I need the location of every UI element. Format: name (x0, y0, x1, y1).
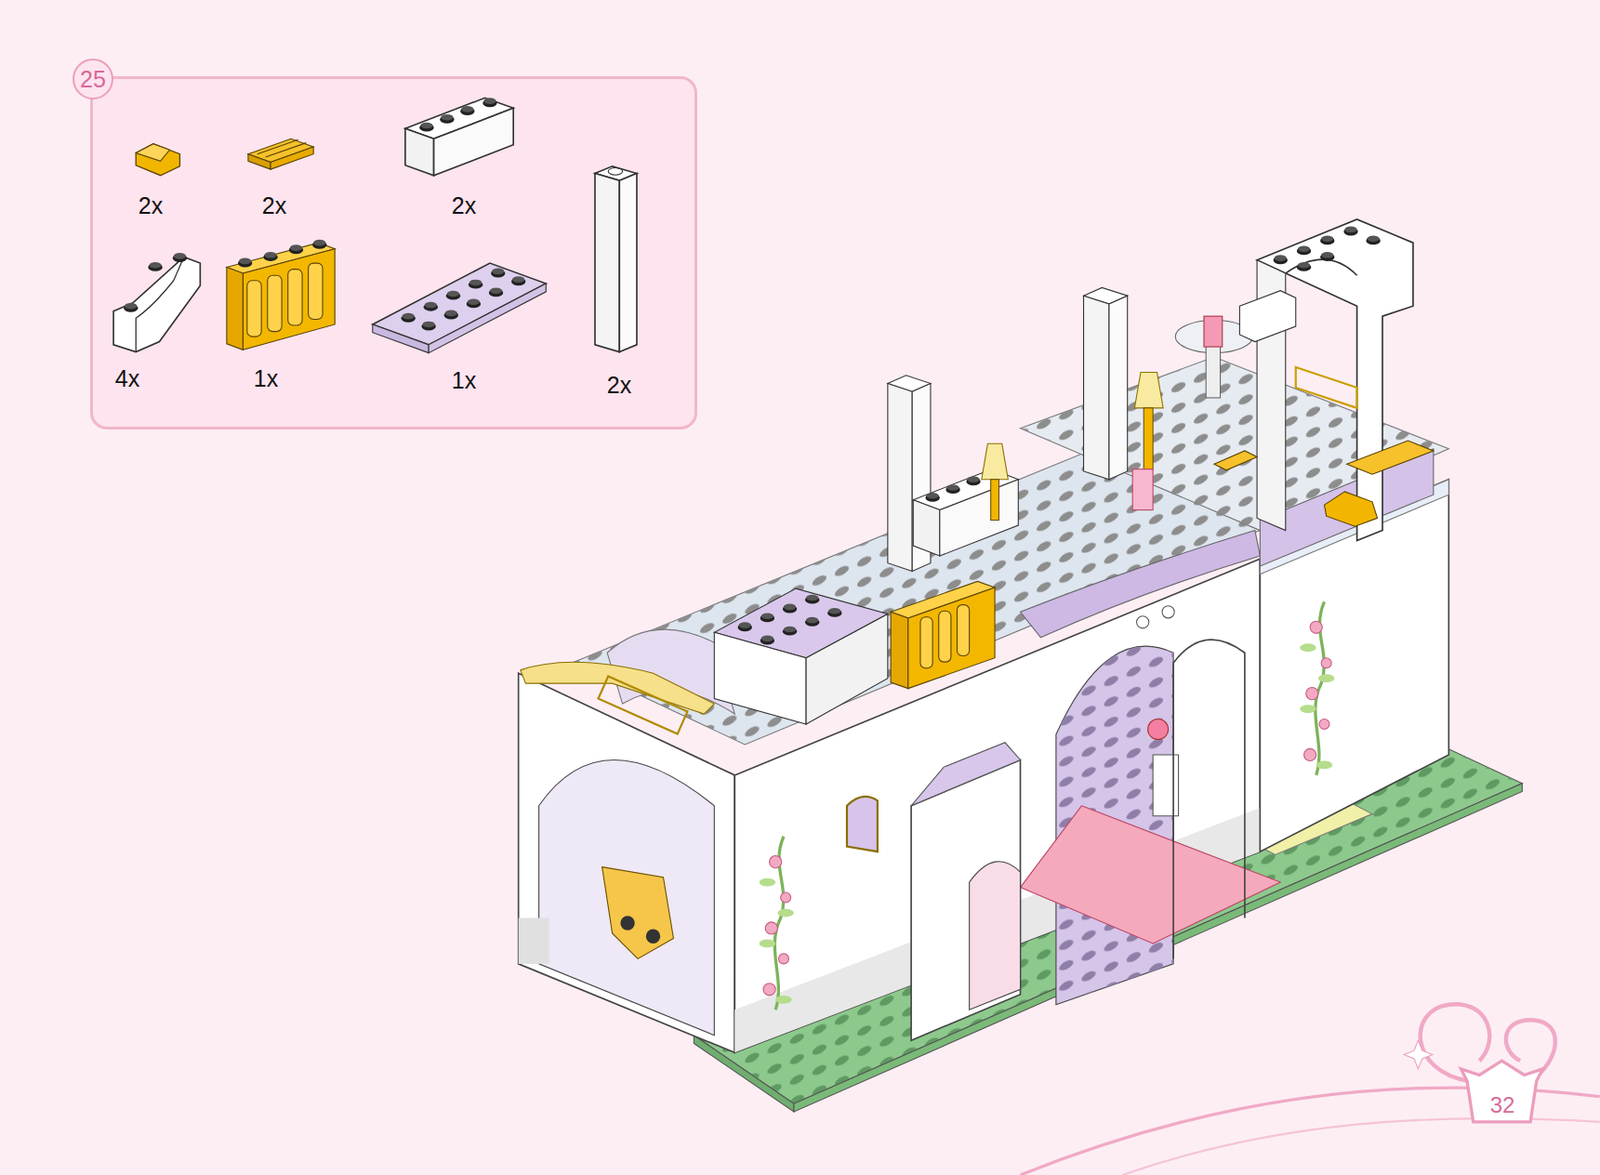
parts-panel: 25 (90, 76, 698, 430)
part-quantity: 1x (253, 365, 278, 393)
part-quantity: 2x (138, 192, 163, 220)
part-quantity: 1x (451, 367, 477, 395)
part-quantity: 2x (262, 192, 287, 220)
part-quantity: 2x (451, 192, 477, 220)
part-quantity: 2x (607, 371, 632, 399)
part-quantity: 4x (115, 365, 140, 393)
page-number: 32 (1490, 1092, 1516, 1119)
step-number: 25 (72, 58, 114, 100)
